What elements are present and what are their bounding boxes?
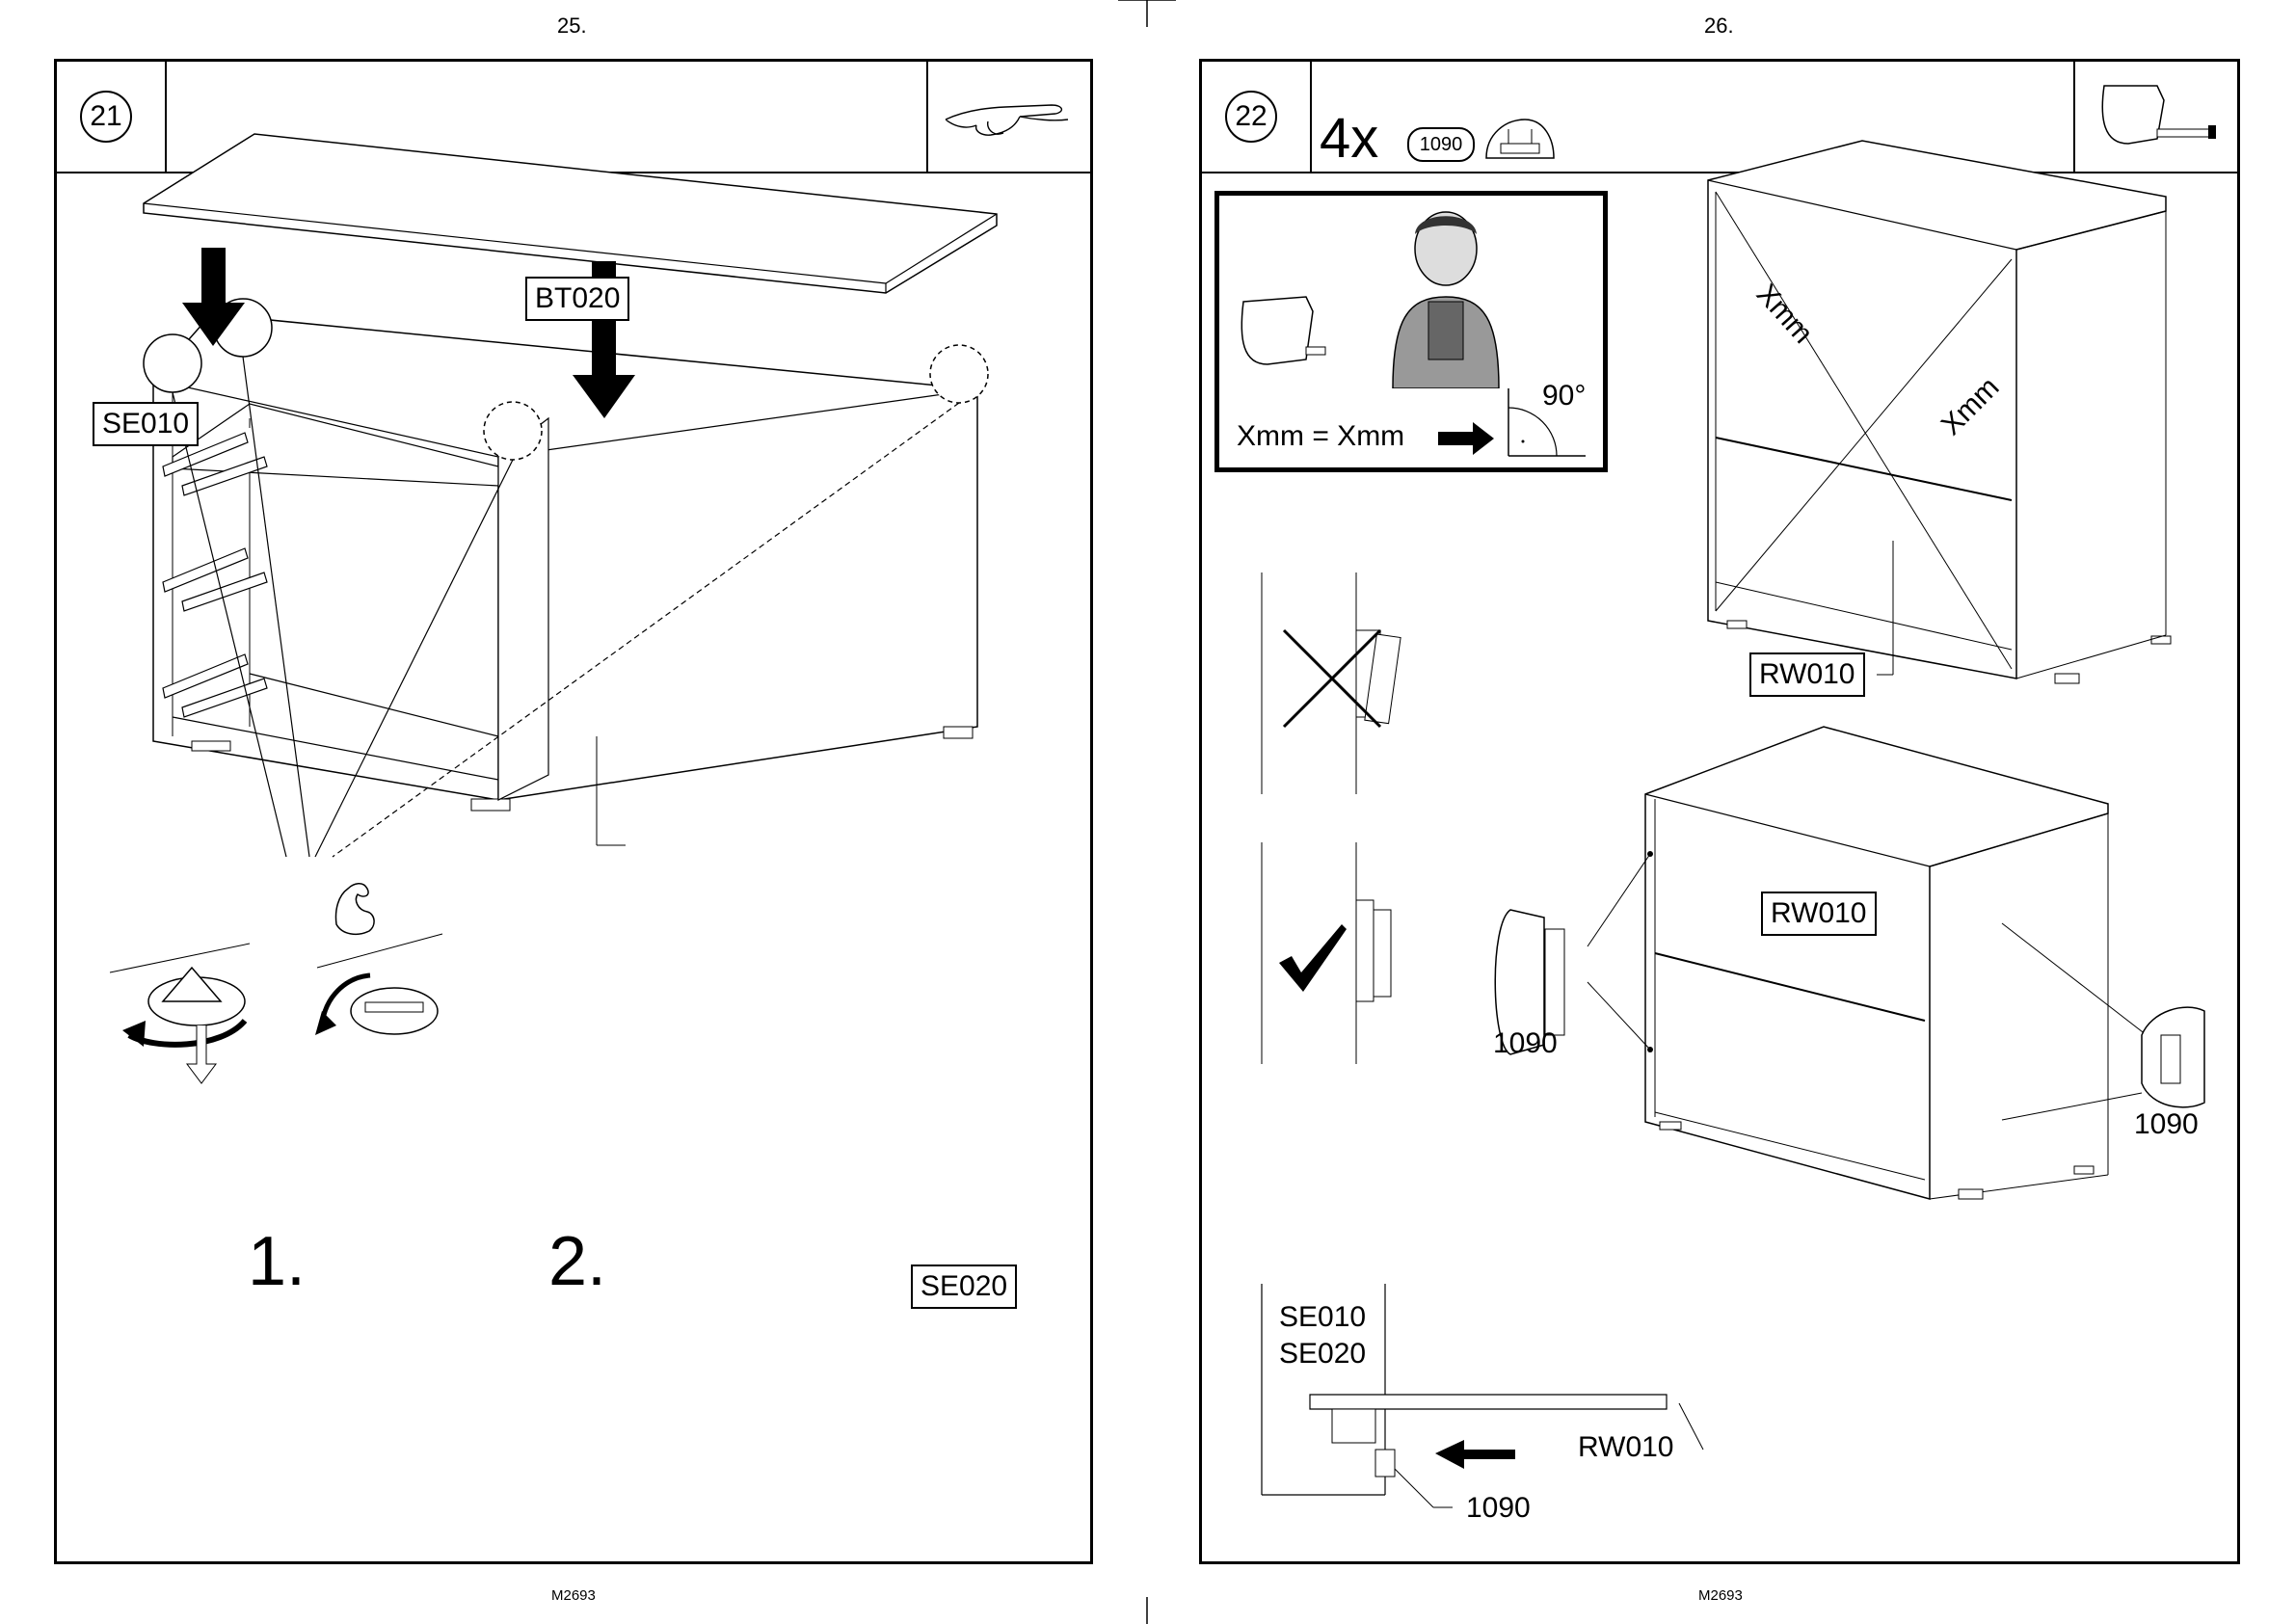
detail-label-se010: SE010 <box>1279 1300 1366 1335</box>
label-rw010-mid: RW010 <box>1761 892 1877 936</box>
label-bt020: BT020 <box>525 277 629 321</box>
flexed-arm-icon <box>327 871 385 939</box>
detail-label-1090: 1090 <box>1466 1491 1531 1526</box>
cross-icon <box>1279 626 1385 732</box>
sub-step-1: 1. <box>248 1223 306 1300</box>
label-1090-left: 1090 <box>1493 1026 1558 1061</box>
label-se010: SE010 <box>93 402 199 446</box>
detail-label-rw010: RW010 <box>1578 1430 1674 1465</box>
label-se020: SE020 <box>911 1265 1017 1309</box>
step-22-panel: 22 4x 1090 <box>1199 59 2240 1564</box>
sub-step-2: 2. <box>548 1223 606 1300</box>
step-21-panel: 21 <box>54 59 1093 1564</box>
check-icon <box>1274 919 1351 997</box>
label-1090-right: 1090 <box>2134 1107 2199 1142</box>
detail-label-se020: SE020 <box>1279 1337 1366 1371</box>
label-rw010-top: RW010 <box>1749 652 1865 697</box>
